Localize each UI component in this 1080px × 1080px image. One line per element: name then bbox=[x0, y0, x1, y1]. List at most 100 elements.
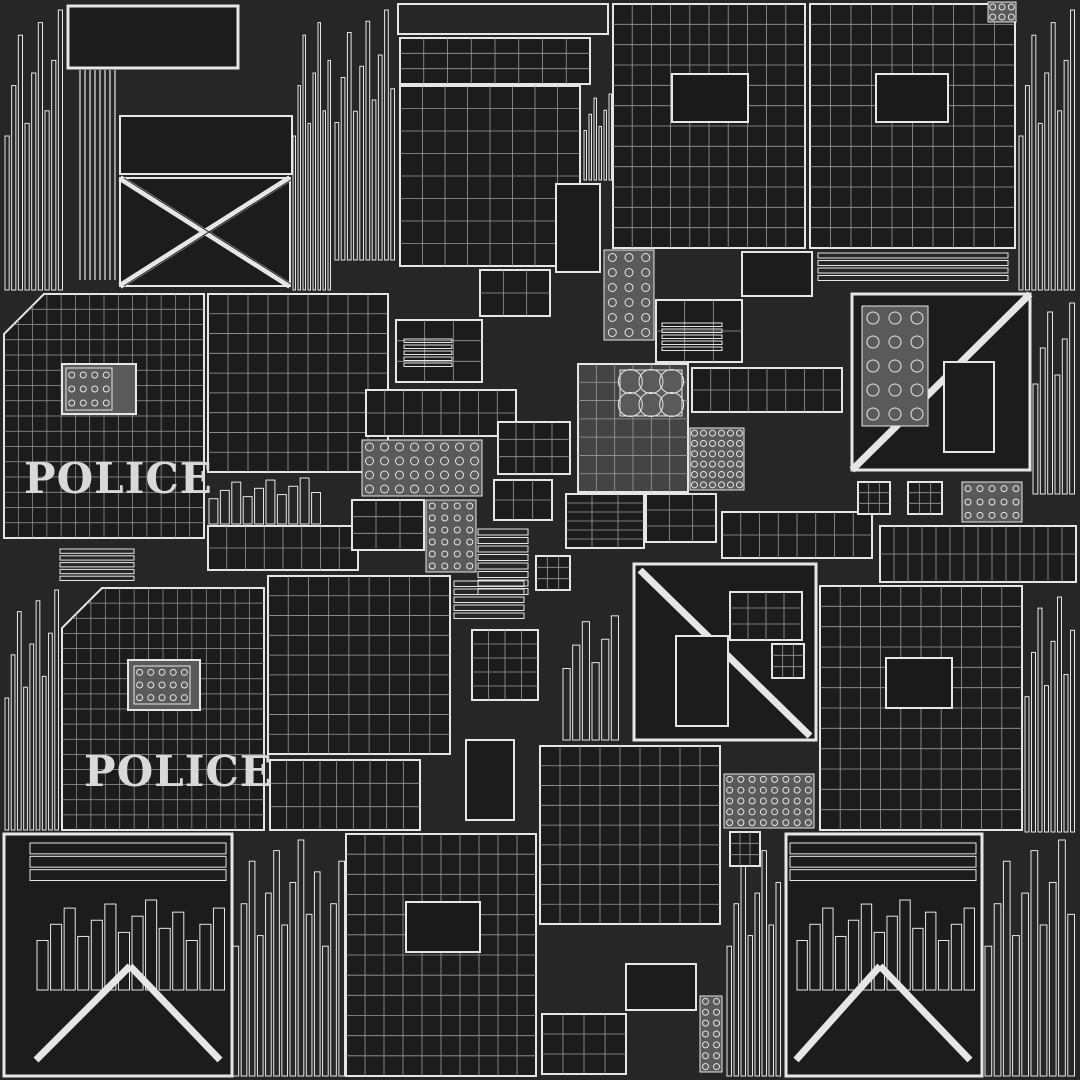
uv-bolt bbox=[380, 470, 389, 480]
uv-strip-bottom-left-inner bbox=[172, 911, 185, 991]
uv-bolt bbox=[425, 470, 434, 480]
uv-rail-top bbox=[397, 3, 609, 35]
uv-bolt bbox=[782, 797, 790, 805]
uv-strip-bottom-right bbox=[1048, 881, 1057, 1077]
uv-strip-small-left bbox=[59, 555, 135, 561]
uv-bolt bbox=[759, 786, 767, 794]
uv-bolt bbox=[440, 456, 449, 466]
uv-bolt bbox=[964, 498, 972, 506]
uv-bolt bbox=[455, 442, 464, 452]
uv-bolt bbox=[466, 550, 474, 558]
uv-bolt bbox=[638, 369, 664, 394]
uv-strip-left-top bbox=[17, 34, 24, 291]
uv-strip-right-mid bbox=[1032, 383, 1039, 495]
uv-bolt bbox=[624, 328, 634, 337]
uv-bolt bbox=[736, 450, 743, 458]
uv-bolt bbox=[726, 775, 734, 783]
uv-bolt bbox=[726, 797, 734, 805]
uv-bolt bbox=[748, 797, 756, 805]
uv-bolt bbox=[425, 456, 434, 466]
uv-panel-badge-parts bbox=[133, 665, 191, 705]
uv-strip-right-lower bbox=[1057, 596, 1062, 833]
uv-grid-lower-rail bbox=[269, 759, 421, 831]
uv-bolt bbox=[147, 681, 155, 689]
uv-strip-bottom-left-inner bbox=[117, 931, 131, 991]
uv-bolt bbox=[641, 268, 651, 277]
uv-bolt bbox=[624, 313, 634, 322]
uv-bolt bbox=[641, 313, 651, 322]
uv-bolt bbox=[736, 471, 743, 478]
uv-bolt bbox=[91, 371, 99, 379]
uv-strip-bottom-left bbox=[305, 913, 313, 1077]
uv-strip-left-mid bbox=[4, 697, 10, 831]
uv-strip-bottom-center bbox=[775, 881, 781, 1077]
uv-brace-diagonal bbox=[877, 963, 973, 1063]
uv-strip-monitor-b bbox=[661, 322, 723, 327]
uv-brace-core bbox=[123, 177, 295, 287]
uv-bolt bbox=[771, 808, 779, 816]
uv-bolt bbox=[1000, 485, 1008, 493]
uv-strip-bottom-left bbox=[322, 945, 329, 1077]
uv-bolt bbox=[691, 429, 698, 437]
uv-strip-mid-left bbox=[265, 479, 276, 525]
uv-bolt bbox=[1012, 498, 1020, 506]
uv-bolt bbox=[866, 311, 880, 325]
uv-bolt bbox=[79, 399, 87, 407]
uv-strip-bottom-right bbox=[1067, 913, 1076, 1077]
uv-bolt bbox=[466, 526, 474, 534]
uv-bolt bbox=[726, 808, 734, 816]
uv-strip-bottom-left-inner bbox=[90, 919, 103, 991]
uv-strip-bottom-right-inner bbox=[809, 923, 821, 991]
uv-strip-center-top bbox=[583, 130, 587, 181]
uv-strip-mid-left bbox=[299, 477, 310, 525]
uv-panel-window-b bbox=[875, 73, 949, 123]
uv-strip-top-mid bbox=[317, 22, 321, 291]
uv-grid-tiny-e bbox=[729, 831, 761, 867]
uv-strip-top-right bbox=[384, 9, 389, 261]
uv-bolt bbox=[866, 335, 880, 349]
uv-island-top-bar bbox=[66, 4, 240, 70]
uv-bolt bbox=[793, 797, 801, 805]
uv-bolt bbox=[169, 681, 177, 689]
uv-strip-bottom-left-inner bbox=[199, 923, 212, 991]
uv-bolt bbox=[440, 484, 449, 494]
uv-strip-bottom-right-inner bbox=[873, 931, 886, 991]
uv-strip-bottom-right bbox=[984, 945, 993, 1077]
uv-bolt bbox=[989, 3, 997, 11]
uv-strip-top-right bbox=[340, 77, 346, 261]
uv-bolt bbox=[793, 786, 801, 794]
uv-strip-bottom-right-inner bbox=[925, 911, 937, 991]
uv-strip-bottom-right-inner bbox=[860, 903, 873, 991]
uv-bolt bbox=[713, 1063, 720, 1071]
uv-small-parts-grid bbox=[689, 427, 745, 491]
uv-bolt bbox=[455, 456, 464, 466]
uv-strip-bottom-center bbox=[761, 850, 767, 1077]
uv-bolt bbox=[964, 485, 972, 493]
uv-strip-right-top bbox=[1031, 34, 1037, 291]
uv-bolt bbox=[453, 538, 461, 546]
uv-bolt bbox=[441, 550, 449, 558]
uv-bolt bbox=[759, 797, 767, 805]
uv-bolt bbox=[700, 460, 707, 468]
uv-strip-bottom-left bbox=[330, 903, 337, 1077]
uv-bolt bbox=[988, 485, 996, 493]
uv-bolt bbox=[91, 399, 99, 407]
uv-strip-top-mid bbox=[302, 34, 306, 291]
uv-bolt bbox=[428, 502, 436, 510]
uv-bolt bbox=[453, 502, 461, 510]
uv-strip-small-left bbox=[59, 575, 135, 582]
uv-bolt bbox=[713, 1041, 720, 1049]
uv-bolt bbox=[782, 775, 790, 783]
uv-bolt bbox=[771, 797, 779, 805]
uv-bolt bbox=[180, 681, 188, 689]
uv-bolt bbox=[702, 1052, 709, 1060]
uv-strip-right-top bbox=[1037, 122, 1043, 291]
uv-bolt bbox=[641, 298, 651, 307]
uv-strip-left-mid bbox=[23, 686, 28, 831]
uv-strip-right-rail bbox=[817, 252, 1009, 259]
uv-strip-right-top bbox=[1024, 85, 1030, 291]
uv-bolt bbox=[793, 808, 801, 816]
uv-brace-diagonal bbox=[793, 963, 883, 1063]
uv-bolt bbox=[702, 1041, 709, 1049]
uv-bolt bbox=[607, 298, 617, 307]
